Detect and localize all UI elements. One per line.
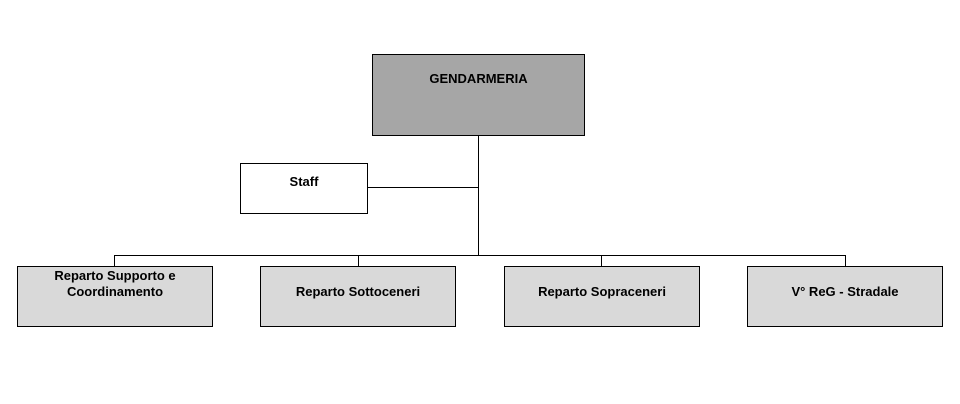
connector-dept-4	[845, 255, 846, 267]
department-node-label: Reparto Sopraceneri	[538, 284, 666, 299]
connector-dept-3	[601, 255, 602, 267]
staff-node-label: Staff	[289, 174, 319, 189]
connector-dept-1	[114, 255, 115, 267]
department-node-stradale: V° ReG - Stradale	[747, 266, 943, 327]
department-node-label: V° ReG - Stradale	[791, 284, 899, 299]
connector-dept-2	[358, 255, 359, 267]
staff-node: Staff	[240, 163, 368, 214]
department-node-sopraceneri: Reparto Sopraceneri	[504, 266, 700, 327]
department-node-sottoceneri: Reparto Sottoceneri	[260, 266, 456, 327]
root-node-gendarmeria: GENDARMERIA	[372, 54, 585, 136]
department-node-label: Reparto Sottoceneri	[295, 284, 421, 299]
department-node-label: Reparto Supporto e Coordinamento	[54, 268, 176, 299]
connector-staff	[367, 187, 479, 188]
connector-root-trunk	[478, 136, 479, 256]
connector-departments-bus	[114, 255, 846, 256]
root-node-label: GENDARMERIA	[429, 71, 528, 86]
department-node-supporto: Reparto Supporto e Coordinamento	[17, 266, 213, 327]
